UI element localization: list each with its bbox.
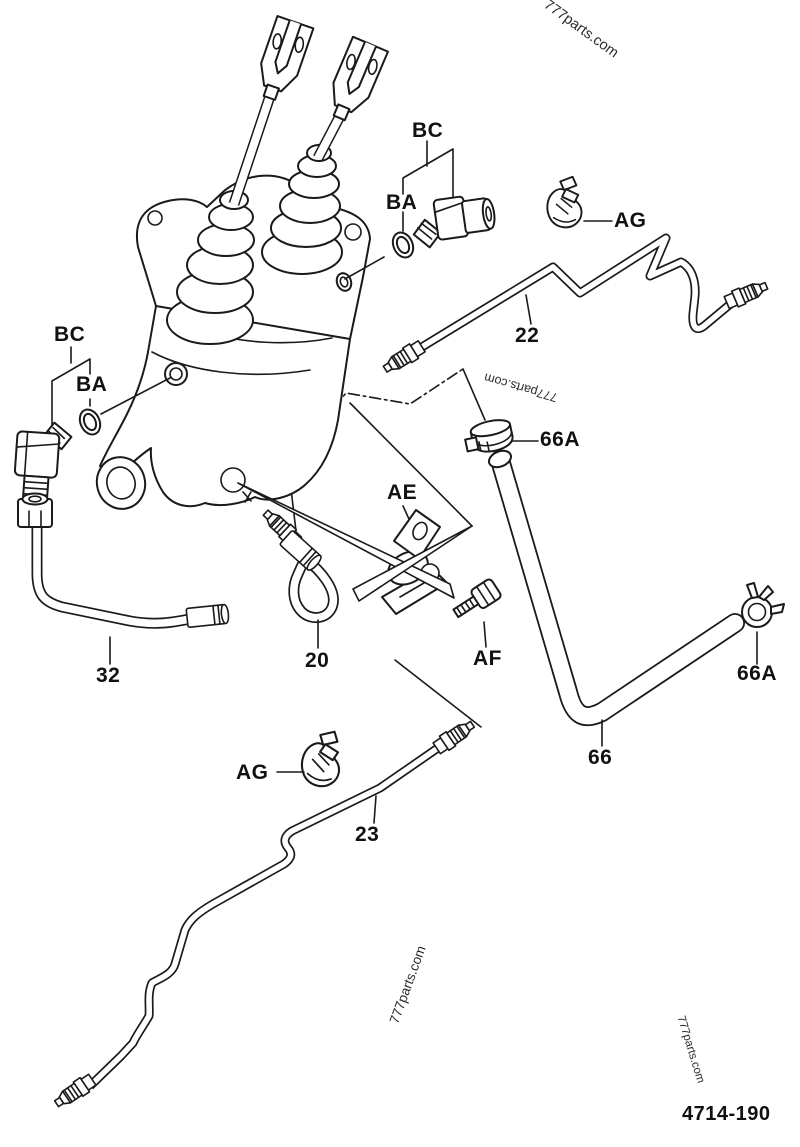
part-label-ae: AE xyxy=(387,481,418,504)
clevis-fork xyxy=(250,15,315,106)
bracket-ae xyxy=(381,505,502,648)
part-label-23: 23 xyxy=(355,823,380,846)
part-label-22: 22 xyxy=(515,324,540,347)
part-label-66a-mid: 66A xyxy=(540,428,581,451)
band-clamp-66a-right xyxy=(741,582,785,628)
hose-66-opening xyxy=(487,449,513,469)
boot-left xyxy=(166,190,255,345)
part-label-af: AF xyxy=(473,647,502,670)
spring-clamp-ag-top xyxy=(546,175,583,229)
clevis-fork xyxy=(320,35,389,127)
part-label-bc-left: BC xyxy=(54,323,86,346)
o-ring-top xyxy=(391,231,415,259)
drawing-number: 4714-190 xyxy=(682,1103,771,1125)
part-label-66: 66 xyxy=(588,746,613,769)
pointer-wedges xyxy=(237,482,473,602)
part-label-bc-top: BC xyxy=(412,119,444,142)
pipe-23-fitting-right xyxy=(431,716,478,757)
hose-66 xyxy=(461,368,785,747)
part-label-66a-right: 66A xyxy=(737,662,778,685)
master-cylinder xyxy=(95,15,389,510)
pipe-22 xyxy=(379,175,771,378)
pipe-22-fitting-right xyxy=(722,277,771,312)
pipe-32-end-sleeve xyxy=(185,603,231,629)
hose-20 xyxy=(259,505,339,649)
elbow-fitting-top xyxy=(412,195,496,249)
o-ring-left xyxy=(78,408,102,436)
flange-bolt-hole xyxy=(344,223,362,241)
callout-bc-top xyxy=(344,140,496,280)
part-label-20: 20 xyxy=(305,649,330,672)
part-label-ag-top: AG xyxy=(614,209,647,232)
callout-bc-left xyxy=(13,346,171,528)
bolt-af xyxy=(452,578,502,619)
pipe-23 xyxy=(51,716,478,1112)
elbow-fitting-left xyxy=(13,421,73,501)
pipe-22-fitting-left xyxy=(379,338,427,378)
part-label-32: 32 xyxy=(96,664,121,687)
cylinder-body xyxy=(99,305,351,508)
pipe-23-fitting-left xyxy=(51,1071,98,1112)
flange-bolt-hole xyxy=(147,210,163,226)
spring-clamp-ag-bottom xyxy=(298,726,346,790)
pipe-32 xyxy=(31,528,231,665)
sleeve-nut-32 xyxy=(17,492,53,528)
part-label-ba-top: BA xyxy=(386,191,418,214)
part-label-ba-left: BA xyxy=(76,373,108,396)
part-label-ag-bottom: AG xyxy=(236,761,269,784)
